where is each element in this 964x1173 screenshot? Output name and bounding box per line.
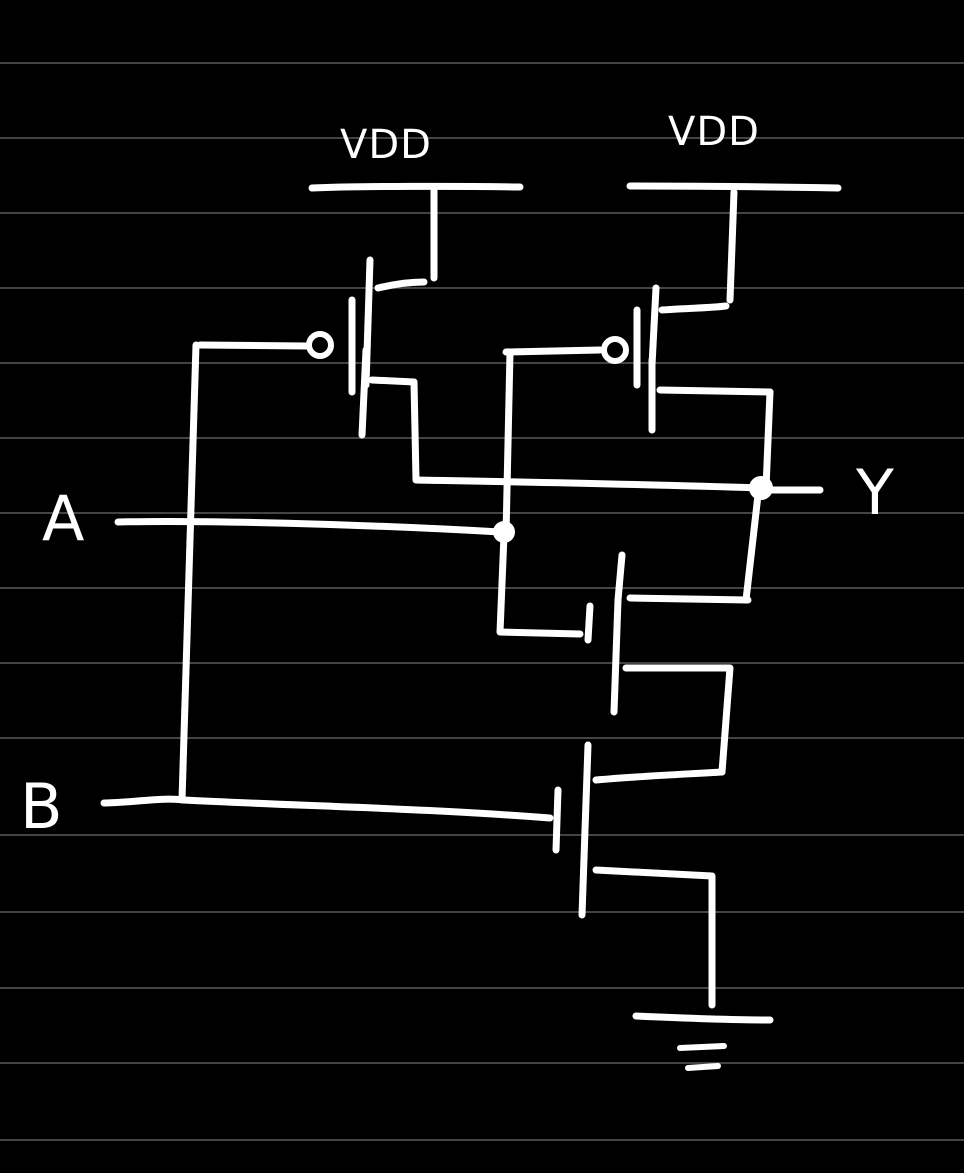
input-a-label: A	[42, 482, 84, 555]
vdd-rail-right	[626, 182, 842, 304]
output-y-label: Y	[855, 456, 894, 529]
input-b-wiring	[100, 341, 554, 822]
output-node-wiring	[410, 378, 824, 604]
vdd-rail-left	[308, 182, 524, 282]
ground-symbol-icon	[632, 1012, 774, 1071]
pmos-left-transistor-icon	[306, 256, 428, 439]
input-a-wiring	[114, 346, 604, 638]
vdd-left-label: VDD	[340, 122, 432, 168]
nmos-bottom-transistor-icon	[552, 741, 726, 1009]
input-a-junction-icon	[493, 521, 515, 543]
pmos-right-transistor-icon	[601, 284, 774, 434]
input-b-label: B	[20, 770, 63, 843]
pmos-left-bubble-icon	[306, 331, 334, 359]
nmos-top-transistor-icon	[584, 551, 752, 776]
pmos-right-bubble-icon	[601, 336, 629, 364]
output-junction-icon	[749, 476, 773, 500]
ruled-lines	[0, 62, 964, 1141]
vdd-right-label: VDD	[668, 109, 760, 155]
